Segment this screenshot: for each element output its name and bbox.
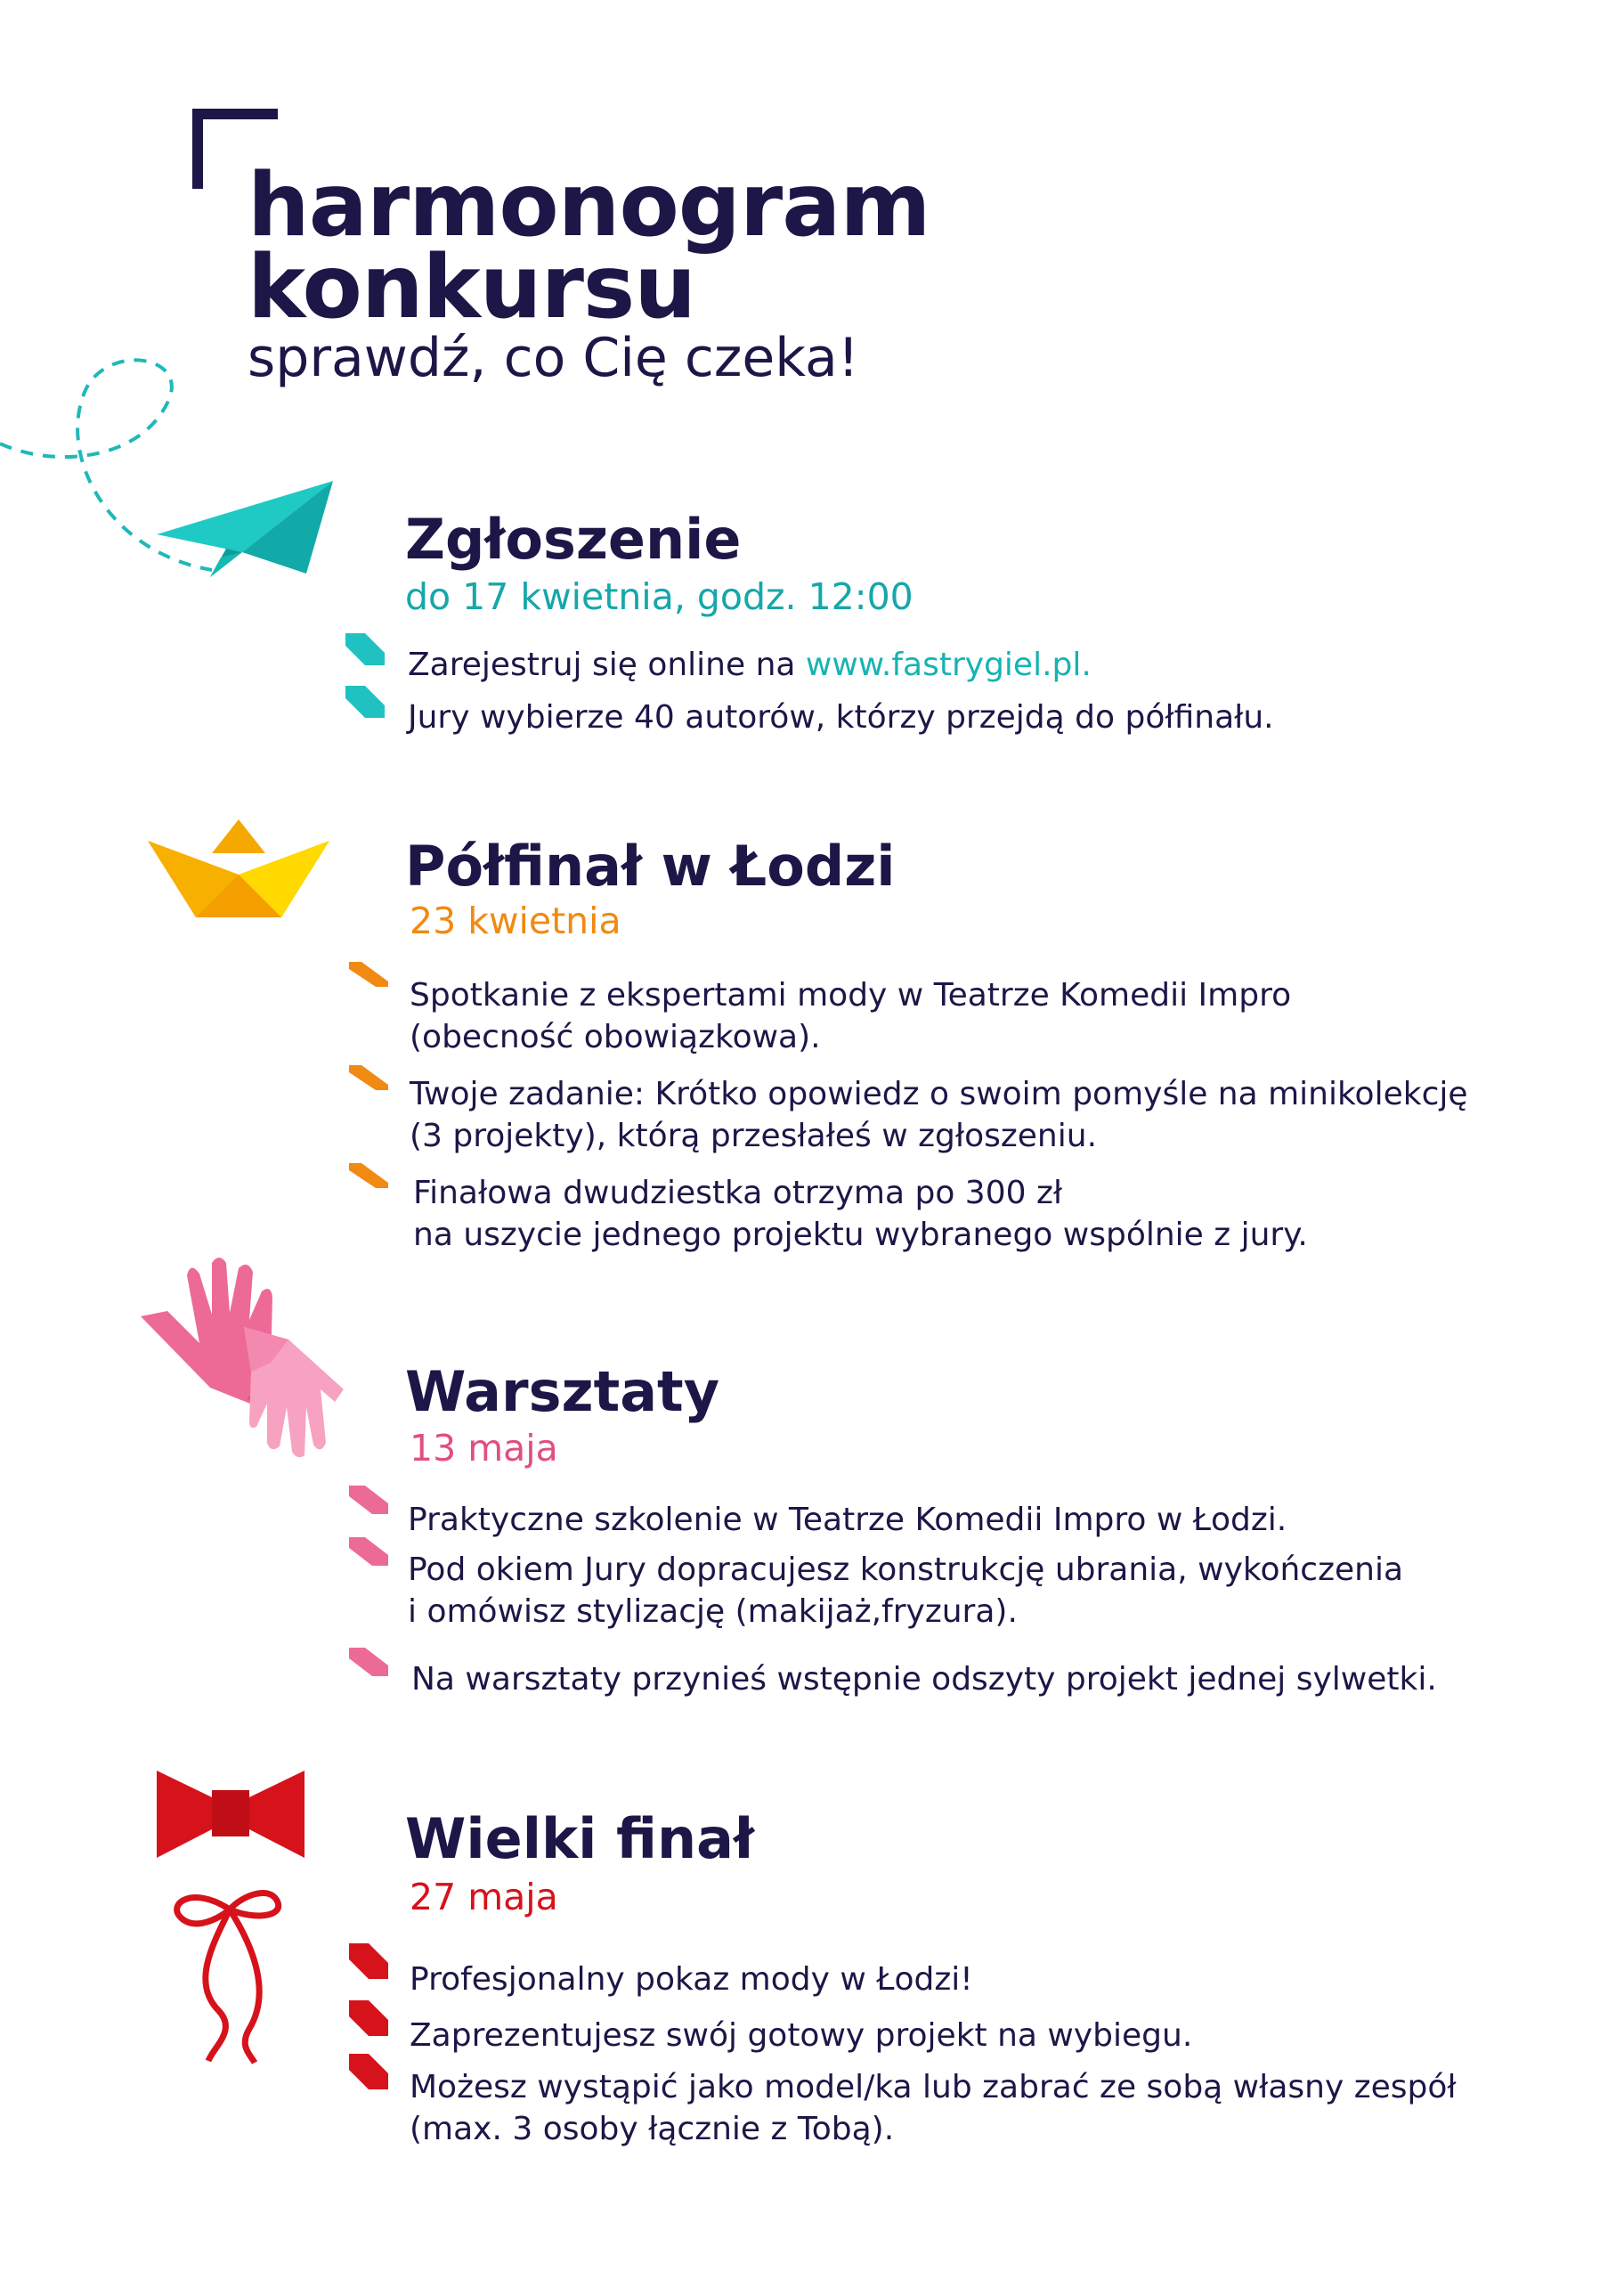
section-date-wielki-final: 27 maja xyxy=(410,1876,558,1918)
bullet-zgloszenie-2: Jury wybierze 40 autorów, którzy przejdą… xyxy=(408,699,1274,736)
section-date-warsztaty: 13 maja xyxy=(410,1427,558,1470)
bullet-polfinal-3: Finałowa dwudziestka otrzyma po 300 zł n… xyxy=(413,1175,1308,1253)
bullet-wielki-final-2: Zaprezentujesz swój gotowy projekt na wy… xyxy=(410,2017,1193,2054)
bullet-marker-icon xyxy=(349,962,388,987)
bow-tie-icon xyxy=(157,1771,304,2064)
page-subtitle: sprawdź, co Cię czeka! xyxy=(248,327,859,389)
bullet-marker-icon xyxy=(349,1065,388,1090)
bullet-marker-icon xyxy=(349,1943,388,1979)
paper-plane-icon xyxy=(157,481,333,577)
gloves-icon xyxy=(141,1258,344,1458)
section-date-zgloszenie: do 17 kwietnia, godz. 12:00 xyxy=(405,575,914,618)
section-date-polfinal: 23 kwietnia xyxy=(410,900,621,942)
corner-bracket-decoration xyxy=(192,109,278,189)
bullet-wielki-final-1: Profesjonalny pokaz mody w Łodzi! xyxy=(410,1961,973,1998)
page-title-line-2: konkursu xyxy=(248,237,696,338)
section-title-warsztaty: Warsztaty xyxy=(405,1359,720,1424)
bullet-marker-icon xyxy=(349,2000,388,2036)
bullet-polfinal-1: Spotkanie z ekspertami mody w Teatrze Ko… xyxy=(410,977,1292,1055)
page-title-line-1: harmonogram xyxy=(248,155,930,256)
bullet-zgloszenie-1: Zarejestruj się online na www.fastrygiel… xyxy=(408,647,1092,683)
bullet-marker-icon xyxy=(349,1486,388,1514)
section-title-zgloszenie: Zgłoszenie xyxy=(405,507,742,572)
section-title-polfinal: Półfinał w Łodzi xyxy=(405,834,896,899)
section-title-wielki-final: Wielki finał xyxy=(405,1806,754,1871)
bullet-warsztaty-2: Pod okiem Jury dopracujesz konstrukcję u… xyxy=(408,1551,1404,1630)
website-link[interactable]: www.fastrygiel.pl. xyxy=(805,647,1092,683)
bullet-marker-icon xyxy=(349,1163,388,1188)
bullet-marker-icon xyxy=(349,1537,388,1566)
bullet-wielki-final-3: Możesz wystąpić jako model/ka lub zabrać… xyxy=(410,2069,1457,2147)
paper-boat-icon xyxy=(148,819,329,917)
bullet-warsztaty-3: Na warsztaty przynieś wstępnie odszyty p… xyxy=(411,1661,1437,1698)
bullet-marker-icon xyxy=(345,686,385,718)
dashed-path-decoration xyxy=(0,358,213,572)
bullet-polfinal-2: Twoje zadanie: Krótko opowiedz o swoim p… xyxy=(410,1076,1468,1154)
bullet-warsztaty-1: Praktyczne szkolenie w Teatrze Komedii I… xyxy=(408,1502,1287,1538)
bullet-marker-icon xyxy=(345,633,385,665)
bullet-marker-icon xyxy=(349,1648,388,1676)
bullet-marker-icon xyxy=(349,2054,388,2089)
